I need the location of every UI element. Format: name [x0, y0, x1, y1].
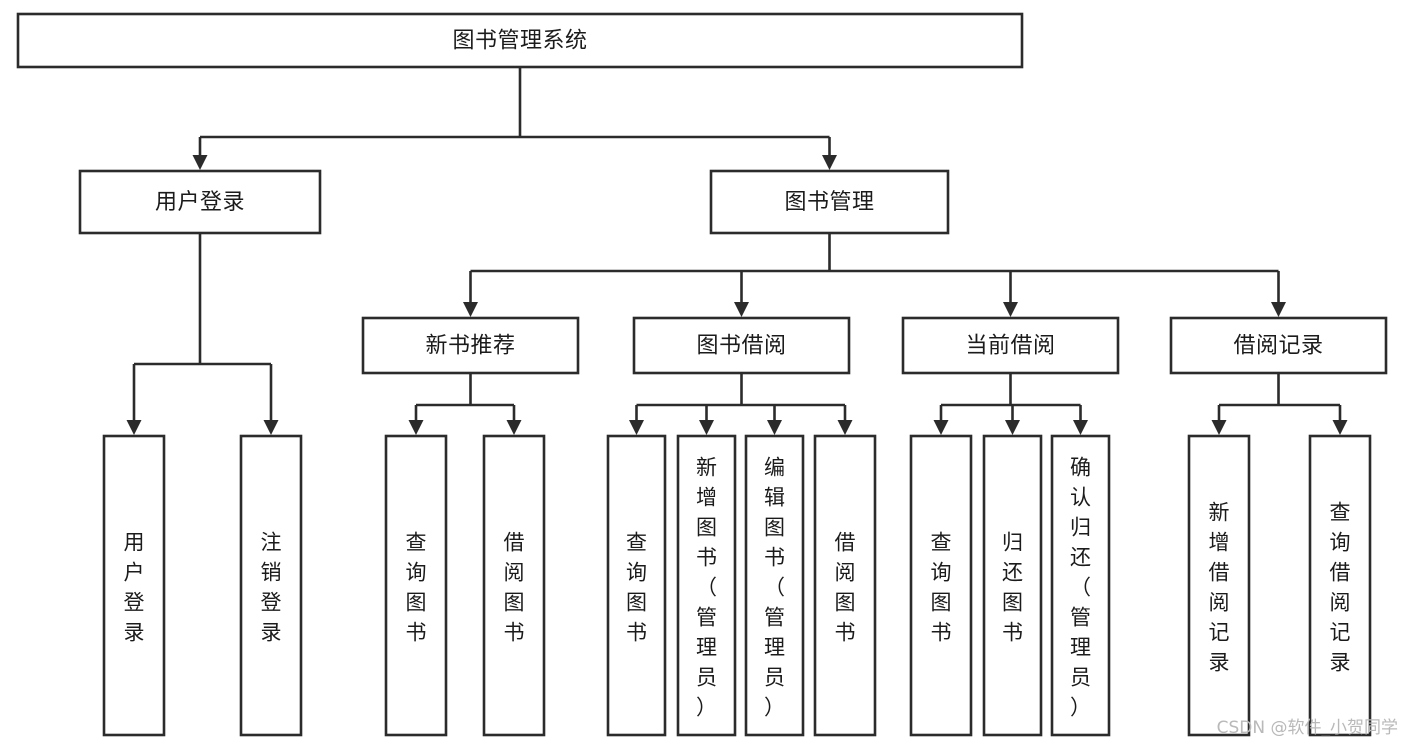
node-leaf-confirm-return-admin[interactable]: 确认归还（管理员） [1050, 434, 1111, 737]
node-label: 新书推荐 [425, 334, 515, 359]
node-box [813, 434, 877, 737]
node-label: 当前借阅 [965, 334, 1055, 359]
node-box [744, 434, 805, 737]
node-box [482, 434, 546, 737]
arrow-head-icon [506, 420, 522, 435]
node-leaf-query-book-current[interactable]: 查询图书 [909, 434, 973, 737]
node-layer: 图书管理系统用户登录图书管理新书推荐图书借阅当前借阅借阅记录用户登录注销登录查询… [16, 12, 1388, 737]
node-leaf-add-borrow-record[interactable]: 新增借阅记录 [1187, 434, 1251, 737]
arrow-head-icon [699, 420, 714, 435]
arrow-head-icon [1003, 302, 1018, 317]
node-label: 用户登录 [155, 190, 245, 215]
node-label: 查询图书 [406, 531, 427, 645]
arrow-head-icon [822, 155, 837, 170]
arrow-head-icon [126, 420, 142, 435]
node-label: 借阅记录 [1233, 334, 1323, 359]
node-leaf-return-book[interactable]: 归还图书 [982, 434, 1043, 737]
arrow-head-icon [734, 302, 749, 317]
node-box [1187, 434, 1251, 737]
csdn-watermark: CSDN @软件_小贺同学 [1217, 718, 1398, 738]
node-label: 查询图书 [931, 531, 952, 645]
arrow-head-icon [629, 420, 644, 435]
arrow-head-icon [192, 155, 208, 170]
node-label: 新增图书（管理员） [696, 456, 717, 720]
node-root[interactable]: 图书管理系统 [16, 12, 1024, 69]
arrow-head-icon [1271, 302, 1286, 317]
arrow-head-icon [1005, 420, 1020, 435]
node-label: 借阅图书 [835, 531, 856, 645]
node-leaf-user-login[interactable]: 用户登录 [102, 434, 166, 737]
node-box [709, 169, 950, 235]
node-leaf-borrow-book-recommend[interactable]: 借阅图书 [482, 434, 546, 737]
node-leaf-logout-login[interactable]: 注销登录 [239, 434, 303, 737]
arrow-head-icon [408, 420, 424, 435]
node-current-borrow[interactable]: 当前借阅 [901, 316, 1120, 375]
node-label: 查询借阅记录 [1330, 501, 1351, 675]
node-label: 图书管理 [784, 190, 874, 215]
node-label: 借阅图书 [504, 531, 525, 645]
node-box [1308, 434, 1372, 737]
node-leaf-borrow-book[interactable]: 借阅图书 [813, 434, 877, 737]
arrow-head-icon [933, 420, 949, 435]
node-label: 用户登录 [124, 531, 145, 645]
node-leaf-add-book-admin[interactable]: 新增图书（管理员） [676, 434, 737, 737]
node-leaf-query-book-borrow[interactable]: 查询图书 [606, 434, 667, 737]
node-label: 图书借阅 [696, 334, 786, 359]
node-box [239, 434, 303, 737]
node-book-management[interactable]: 图书管理 [709, 169, 950, 235]
arrow-head-icon [1073, 420, 1088, 435]
arrow-head-icon [1332, 420, 1348, 435]
node-borrow-record[interactable]: 借阅记录 [1169, 316, 1388, 375]
node-box [16, 12, 1024, 69]
node-leaf-query-borrow-record[interactable]: 查询借阅记录 [1308, 434, 1372, 737]
node-label: 编辑图书（管理员） [764, 456, 785, 720]
arrow-head-icon [1211, 420, 1227, 435]
node-box [606, 434, 667, 737]
node-label: 确认归还（管理员） [1070, 456, 1091, 720]
arrow-head-icon [463, 302, 478, 317]
arrow-head-icon [767, 420, 782, 435]
node-leaf-edit-book-admin[interactable]: 编辑图书（管理员） [744, 434, 805, 737]
node-book-borrow[interactable]: 图书借阅 [632, 316, 851, 375]
node-box [982, 434, 1043, 737]
connector-layer [126, 67, 1348, 435]
node-box [78, 169, 322, 235]
node-label: 归还图书 [1002, 531, 1023, 645]
node-label: 新增借阅记录 [1209, 501, 1230, 675]
arrow-head-icon [263, 420, 279, 435]
node-box [676, 434, 737, 737]
node-label: 查询图书 [626, 531, 647, 645]
arrow-head-icon [837, 420, 853, 435]
node-box [102, 434, 166, 737]
node-label: 注销登录 [261, 531, 282, 645]
node-box [632, 316, 851, 375]
node-box [901, 316, 1120, 375]
node-box [1169, 316, 1388, 375]
node-box [384, 434, 448, 737]
node-label: 图书管理系统 [452, 29, 587, 54]
node-user-login[interactable]: 用户登录 [78, 169, 322, 235]
node-box [1050, 434, 1111, 737]
node-leaf-query-book-recommend[interactable]: 查询图书 [384, 434, 448, 737]
node-new-book-recommend[interactable]: 新书推荐 [361, 316, 580, 375]
node-box [361, 316, 580, 375]
node-box [909, 434, 973, 737]
